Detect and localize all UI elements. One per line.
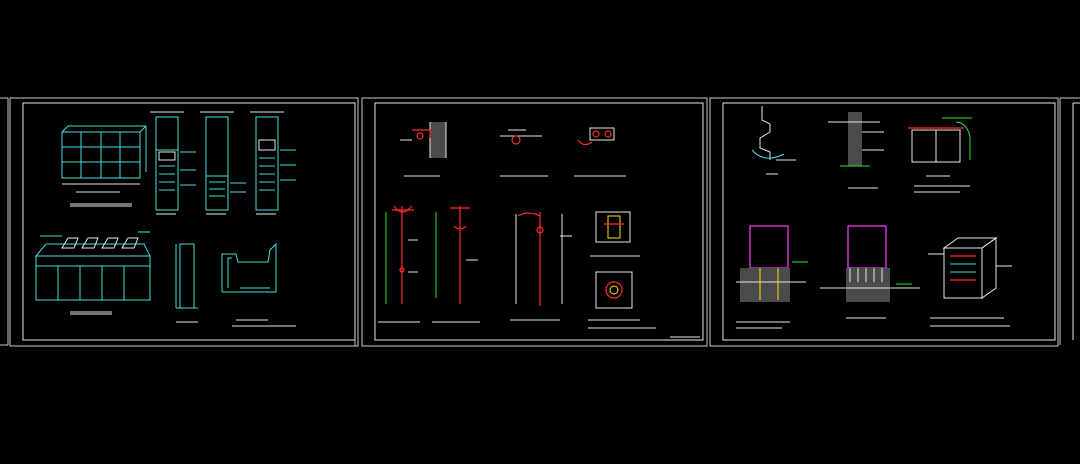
sheet-frame-left-partial <box>0 97 9 346</box>
tall-cabinet-3[interactable] <box>250 111 296 215</box>
door-frame-detail[interactable] <box>908 117 972 193</box>
clamp-detail-2[interactable] <box>574 127 626 177</box>
foundation-box-1[interactable] <box>736 225 808 329</box>
wall-mount-detail[interactable] <box>400 122 447 177</box>
console-section-drawing[interactable] <box>221 242 296 327</box>
locker-cabinet-drawing[interactable] <box>61 125 147 207</box>
console-desk-drawing[interactable] <box>34 231 151 315</box>
base-plate-detail[interactable] <box>588 211 656 329</box>
meter-box-isometric[interactable] <box>928 237 1012 327</box>
sheet-1[interactable] <box>9 97 359 347</box>
stair-detail[interactable] <box>751 106 796 175</box>
sheet-3[interactable] <box>709 97 1059 347</box>
foundation-box-2[interactable] <box>820 225 920 319</box>
pole-detail-1[interactable] <box>378 205 420 323</box>
tall-cabinet-2[interactable] <box>200 111 246 215</box>
pole-detail-3[interactable] <box>510 212 572 321</box>
tall-cabinet-1[interactable] <box>150 111 196 215</box>
wall-section-detail[interactable] <box>828 112 884 189</box>
sheet-frame-right-partial <box>1059 97 1080 345</box>
pole-detail-2[interactable] <box>432 206 480 323</box>
clamp-detail-1[interactable] <box>500 129 548 177</box>
cabinet-side-profile[interactable] <box>175 243 198 323</box>
sheet-2[interactable] <box>361 97 708 347</box>
